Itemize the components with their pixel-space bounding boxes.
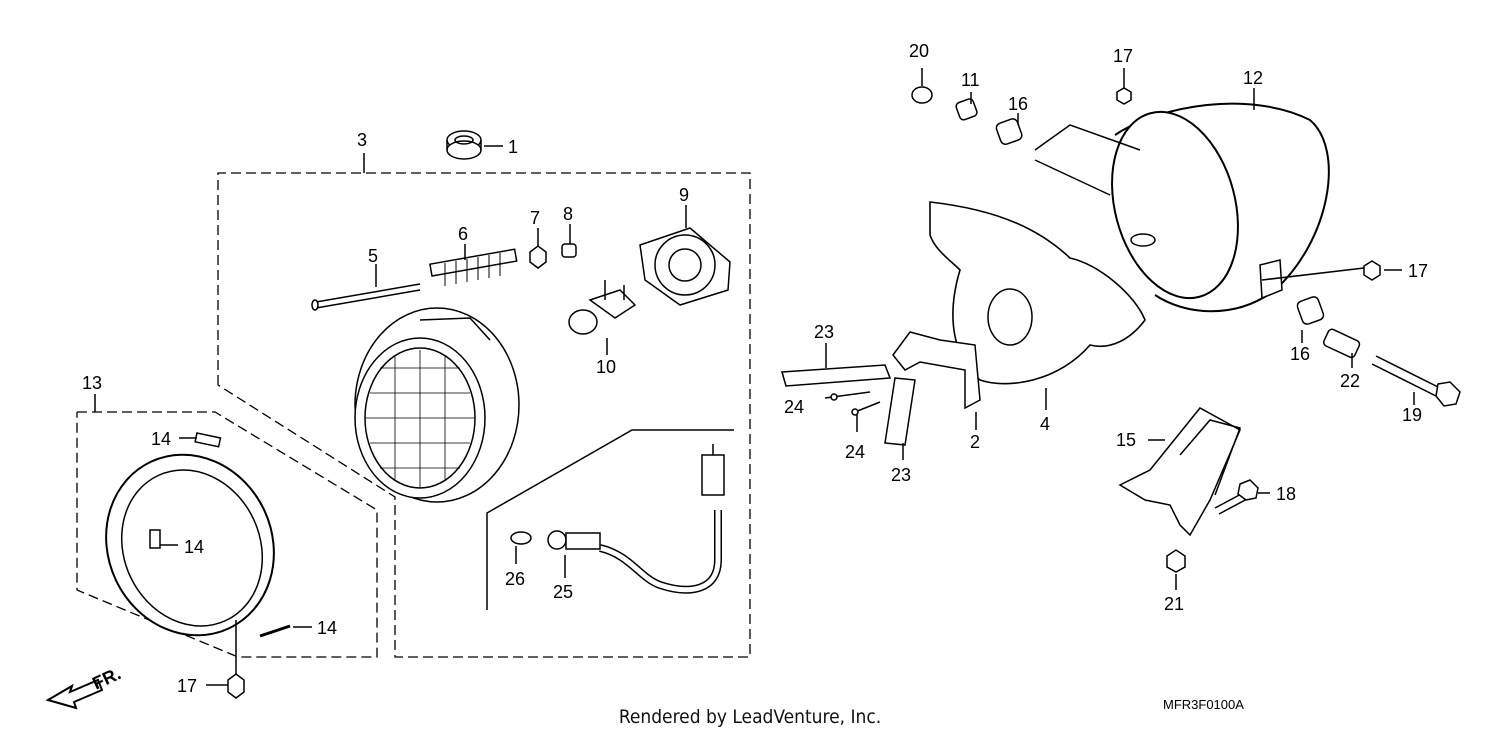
callout-16-b: 16 [1290,344,1310,364]
callout-14-c: 14 [317,618,337,638]
callout-2: 2 [970,432,980,452]
wiring-harness [598,444,725,594]
bulb-part-26 [510,531,532,564]
callout-19: 19 [1402,405,1422,425]
assembly-boundary-13 [76,411,378,658]
callout-20: 20 [909,41,929,61]
rim-part-13 [94,394,275,637]
callout-11: 11 [961,70,980,90]
screw-part-20 [911,68,933,104]
screw-part-17-top [1116,68,1132,105]
callout-4: 4 [1040,414,1050,434]
callout-16-a: 16 [1008,94,1028,114]
callout-8: 8 [563,204,573,224]
wiring-area-boundary [486,429,734,610]
screw-part-24-upper [824,391,871,401]
assembly-boundary-3 [217,172,751,658]
screw-part-24-lower [851,401,881,432]
visor-part-4 [929,201,1146,410]
callout-26: 26 [505,569,525,589]
stay-part-23-lower [884,377,916,460]
callout-5: 5 [368,246,378,266]
callout-14-a: 14 [151,429,171,449]
housing-part-12 [1111,88,1330,313]
collar-part-16-right [1296,296,1325,343]
screw-part-5 [311,264,421,311]
callout-24-a: 24 [784,397,804,417]
spring-part-6 [429,244,518,286]
callout-21: 21 [1164,594,1184,614]
socket-part-25 [547,530,601,578]
callout-17-c: 17 [1408,261,1428,281]
stay-part-23-upper [781,343,892,387]
headlight-unit [354,307,520,503]
callout-17-a: 17 [177,676,197,696]
cap-part-8 [561,224,577,258]
callout-23-b: 23 [891,465,911,485]
callout-6: 6 [458,224,468,244]
collar-part-16-top [995,113,1141,196]
callout-23-a: 23 [814,322,834,342]
grommet-part-1 [446,130,503,160]
clip-part-14 [149,432,312,638]
callout-3: 3 [357,130,367,150]
bracket-part-15 [1118,407,1241,537]
front-arrow [45,678,104,710]
collar-part-11 [955,92,978,121]
callout-7: 7 [530,208,540,228]
bolt-part-19 [1371,355,1461,407]
screw-part-17-rim [206,620,245,699]
bulb-part-10 [568,280,637,355]
callout-18: 18 [1276,484,1296,504]
callout-22: 22 [1340,371,1360,391]
bolt-part-18 [1214,479,1270,515]
diagram-code: MFR3F0100A [1163,697,1244,712]
screw-part-17-right [1261,260,1402,281]
bracket-part-2 [892,331,981,430]
callout-12: 12 [1243,68,1263,88]
socket-cover-part-9 [639,205,731,306]
callout-labels: 1 3 5 6 7 8 9 10 13 14 14 14 17 26 25 20… [82,41,1428,696]
callout-14-b: 14 [184,537,204,557]
callout-17-b: 17 [1113,46,1133,66]
credit-text: Rendered by LeadVenture, Inc. [618,706,882,728]
collar-part-22 [1322,328,1361,368]
callout-15: 15 [1116,430,1136,450]
nut-part-21 [1166,549,1186,590]
callout-1: 1 [508,137,518,157]
nut-part-7 [529,228,547,269]
callout-10: 10 [596,357,616,377]
callout-24-b: 24 [845,442,865,462]
callout-25: 25 [553,582,573,602]
callout-13: 13 [82,373,102,393]
callout-9: 9 [679,185,689,205]
